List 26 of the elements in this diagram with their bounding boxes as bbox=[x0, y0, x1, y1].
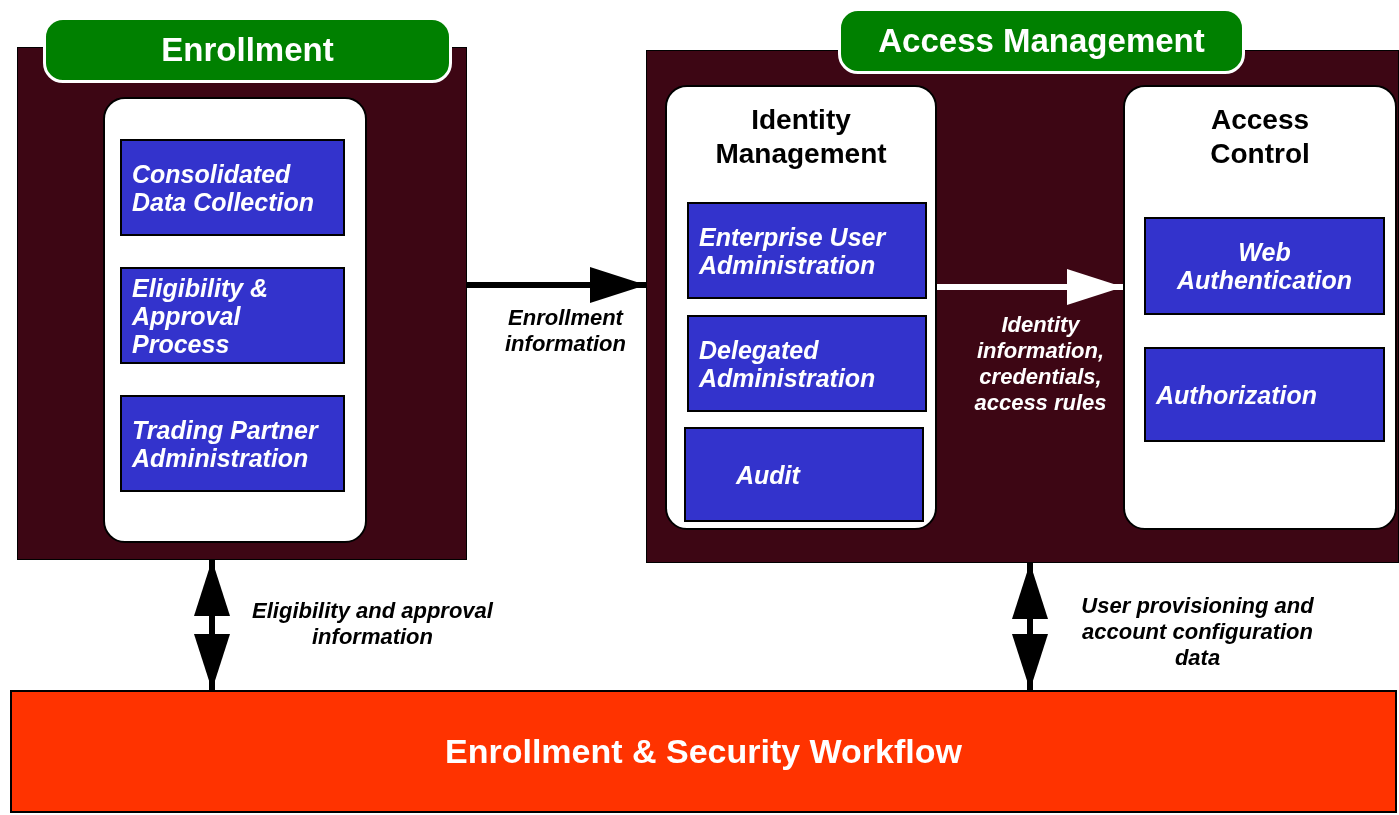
module-heading: Identity Management bbox=[714, 103, 888, 171]
function-box: Eligibility & Approval Process bbox=[120, 267, 345, 364]
function-box: Delegated Administration bbox=[687, 315, 927, 412]
arrow bbox=[194, 560, 230, 690]
function-box: Authorization bbox=[1144, 347, 1385, 442]
function-box: Audit bbox=[684, 427, 924, 522]
arrow bbox=[467, 267, 646, 303]
function-box: Trading Partner Administration bbox=[120, 395, 345, 492]
edge-label: Enrollment information bbox=[504, 305, 627, 357]
section-heading: Access Management bbox=[838, 8, 1245, 74]
arrow bbox=[937, 269, 1123, 305]
workflow-bar: Enrollment & Security Workflow bbox=[10, 690, 1397, 813]
module-box bbox=[1123, 85, 1397, 530]
edge-label: Eligibility and approval information bbox=[251, 598, 495, 650]
function-box: Consolidated Data Collection bbox=[120, 139, 345, 236]
edge-label: User provisioning and account configuration data bbox=[1080, 593, 1315, 671]
module-box bbox=[665, 85, 937, 530]
edge-label: Identity information, credentials, access rules bbox=[973, 312, 1108, 416]
module-heading: Access Control bbox=[1209, 103, 1311, 171]
section-heading: Enrollment bbox=[43, 17, 452, 83]
function-box: Web Authentication bbox=[1144, 217, 1385, 315]
section-panel bbox=[17, 17, 467, 560]
module-box bbox=[103, 97, 367, 543]
arrow bbox=[1012, 563, 1048, 690]
section-panel bbox=[646, 8, 1399, 563]
function-box: Enterprise User Administration bbox=[687, 202, 927, 299]
